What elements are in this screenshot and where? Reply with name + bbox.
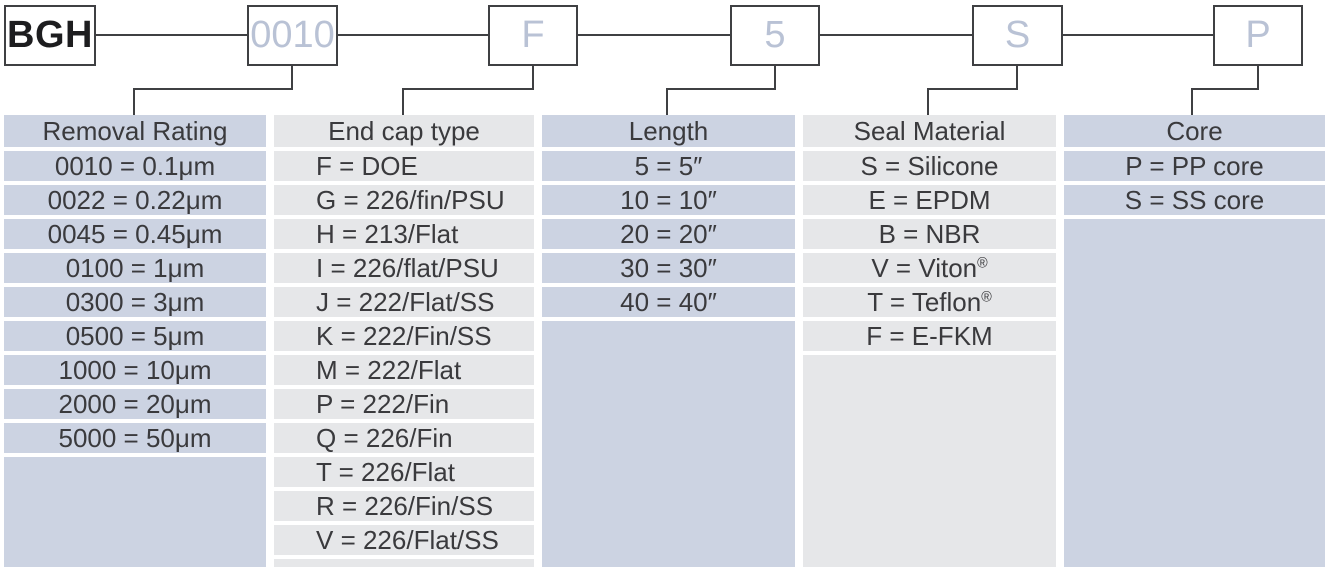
table-cell: 0300 = 3μm [4,287,266,317]
column-end-cap-type: End cap type F = DOE G = 226/fin/PSU H = 2… [274,115,534,567]
column-rows: S = Silicone E = EPDM B = NBR V = Viton® T =… [803,151,1056,351]
column-header: Length [542,115,795,147]
column-rows: 5 = 5″ 10 = 10″ 20 = 20″ 30 = 30″ 40 = 40″ [542,151,795,317]
table-cell: S = Silicone [803,151,1056,181]
table-cell: K = 222/Fin/SS [274,321,534,351]
column-filler [1064,219,1325,567]
table-cell: I = 226/flat/PSU [274,253,534,283]
code-box-core: P [1213,5,1303,66]
table-cell: Q = 226/Fin [274,423,534,453]
table-cell: 5000 = 50μm [4,423,266,453]
table-cell: S = SS core [1064,185,1325,215]
column-header: Removal Rating [4,115,266,147]
table-cell: H = 213/Flat [274,219,534,249]
table-cell: 0022 = 0.22μm [4,185,266,215]
column-filler [803,355,1056,567]
column-length: Length 5 = 5″ 10 = 10″ 20 = 20″ 30 = 30″ 40 … [542,115,795,567]
column-rows: F = DOE G = 226/fin/PSU H = 213/Flat I = 22… [274,151,534,555]
table-cell: 40 = 40″ [542,287,795,317]
connector-end-cap-type [402,64,534,117]
code-box-removal-rating: 0010 [247,5,338,66]
connector-length [666,64,776,117]
column-filler [274,559,534,567]
column-rows: 0010 = 0.1μm 0022 = 0.22μm 0045 = 0.45μm 01… [4,151,266,453]
column-header: Core [1064,115,1325,147]
column-header: Seal Material [803,115,1056,147]
table-cell: 5 = 5″ [542,151,795,181]
column-filler [4,457,266,567]
table-cell: T = 226/Flat [274,457,534,487]
connector-seal-material [927,64,1018,117]
table-cell: 10 = 10″ [542,185,795,215]
code-box-end-cap-type: F [488,5,578,66]
table-cell: 1000 = 10μm [4,355,266,385]
connector-core [1191,64,1259,117]
table-cell: E = EPDM [803,185,1056,215]
code-box-product-family: BGH [4,5,96,66]
table-cell: 20 = 20″ [542,219,795,249]
table-cell: J = 222/Flat/SS [274,287,534,317]
table-cell: 30 = 30″ [542,253,795,283]
connector-removal-rating [133,64,293,117]
table-cell: B = NBR [803,219,1056,249]
table-cell: P = 222/Fin [274,389,534,419]
column-removal-rating: Removal Rating 0010 = 0.1μm 0022 = 0.22μm… [4,115,266,567]
table-cell: 0100 = 1μm [4,253,266,283]
table-cell: R = 226/Fin/SS [274,491,534,521]
table-cell: T = Teflon® [803,287,1056,317]
table-cell: V = Viton® [803,253,1056,283]
table-cell: F = E-FKM [803,321,1056,351]
column-filler [542,321,795,567]
table-cell: G = 226/fin/PSU [274,185,534,215]
table-cell: 0010 = 0.1μm [4,151,266,181]
column-seal-material: Seal Material S = Silicone E = EPDM B = NB… [803,115,1056,567]
code-box-seal-material: S [972,5,1063,66]
option-table: Removal Rating 0010 = 0.1μm 0022 = 0.22μm… [4,115,1325,567]
column-rows: P = PP core S = SS core [1064,151,1325,215]
table-cell: F = DOE [274,151,534,181]
table-cell: V = 226/Flat/SS [274,525,534,555]
table-cell: 0500 = 5μm [4,321,266,351]
table-cell: 2000 = 20μm [4,389,266,419]
table-cell: P = PP core [1064,151,1325,181]
column-core: Core P = PP core S = SS core [1064,115,1325,567]
table-cell: M = 222/Flat [274,355,534,385]
column-header: End cap type [274,115,534,147]
code-box-length: 5 [730,5,820,66]
table-cell: 0045 = 0.45μm [4,219,266,249]
